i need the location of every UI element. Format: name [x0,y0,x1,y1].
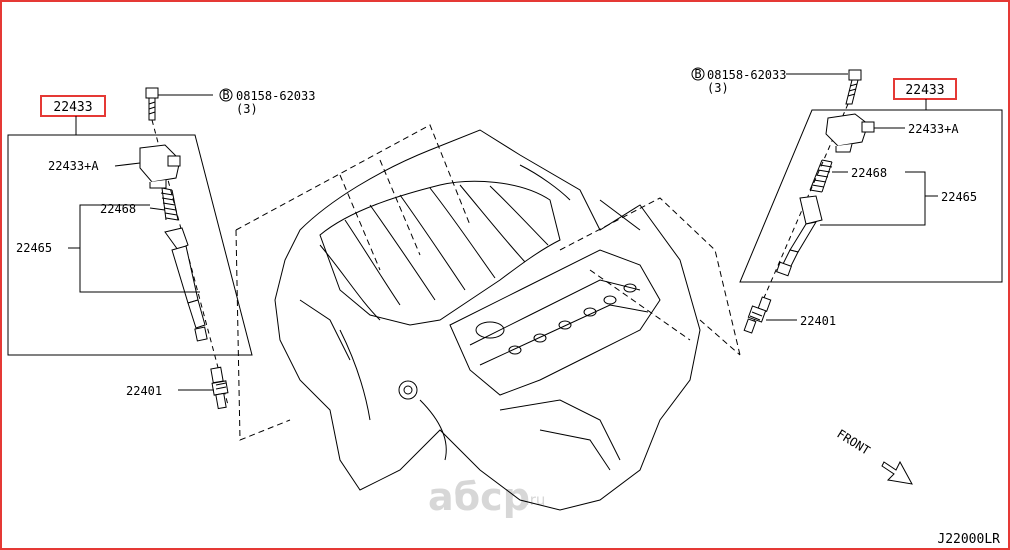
left-parts-group: 22433 B 08158-62033 (3) 22433+A [7,87,315,410]
right-coil-part[interactable]: 22433+A [908,122,959,136]
engine-illustration [274,129,701,511]
front-indicator: FRONT [834,427,913,485]
left-coil-part[interactable]: 22433+A [48,159,99,173]
left-lead-icon [164,227,208,342]
front-label: FRONT [834,427,872,458]
right-coil-icon [825,113,875,153]
right-bolt-circle-letter: B [694,67,701,81]
right-bolt-part[interactable]: 08158-62033 [707,68,786,82]
right-bolt-icon [845,69,862,105]
right-bolt-circle-icon [691,67,705,81]
left-spring-part[interactable]: 22468 [100,202,136,216]
right-parts-group: 22433 08158-62033 (3) B 22433+A [691,67,1003,334]
left-bolt-circle-icon [219,88,233,102]
right-group-box [739,109,1003,283]
right-lead-icon [776,195,823,277]
right-plug-part[interactable]: 22401 [800,314,836,328]
left-bolt-icon [145,87,159,121]
left-plug-part[interactable]: 22401 [126,384,162,398]
left-bolt-circle-letter: B [222,88,229,102]
left-group-box [7,134,253,356]
left-bolt-qty: (3) [236,102,258,116]
watermark: aбcp .ru [428,475,545,519]
left-coil-icon [139,144,181,189]
watermark-brand: aбcp [428,475,530,519]
right-highlight-box [893,78,957,100]
right-plug-icon [743,296,772,334]
front-arrow-icon [881,460,913,485]
left-spring-icon [160,187,179,221]
left-bolt-part[interactable]: 08158-62033 [236,89,315,103]
right-lead-part[interactable]: 22465 [941,190,977,204]
left-highlight-box [40,95,106,117]
diagram-code: J22000LR [937,532,1000,547]
watermark-tld: .ru [525,491,545,509]
left-plug-icon [210,366,229,410]
right-spring-part[interactable]: 22468 [851,166,887,180]
right-spring-icon [809,159,833,193]
right-highlight-part[interactable]: 22433 [905,83,944,98]
dashed-guides [235,124,741,441]
right-bolt-qty: (3) [707,81,729,95]
left-lead-part[interactable]: 22465 [16,241,52,255]
left-highlight-part[interactable]: 22433 [53,100,92,115]
